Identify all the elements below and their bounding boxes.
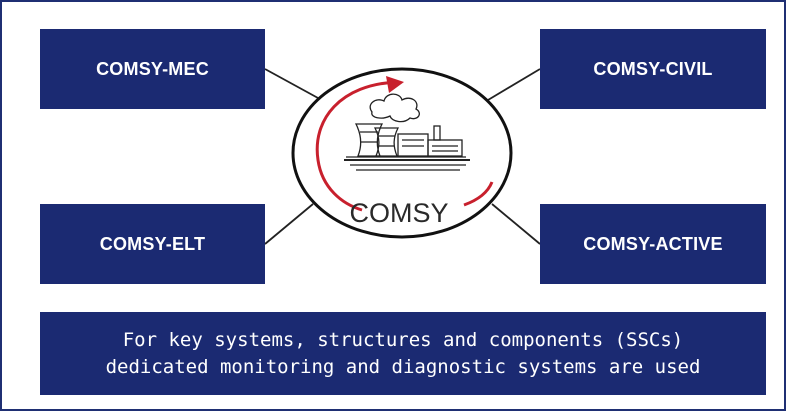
logo-circle <box>291 67 513 239</box>
power-plant-icon <box>344 93 470 171</box>
logo-text: COMSY <box>349 198 448 228</box>
connector-active <box>491 203 541 245</box>
note-box: For key systems, structures and componen… <box>40 312 766 395</box>
note-line-2: dedicated monitoring and diagnostic syst… <box>105 355 701 378</box>
module-elt-label: COMSY-ELT <box>99 233 206 254</box>
circular-arrow-icon <box>315 76 494 212</box>
connector-mec <box>264 68 319 99</box>
module-elt-box: COMSY-ELT <box>40 204 265 284</box>
module-mec-label: COMSY-MEC <box>96 58 209 79</box>
module-mec-box: COMSY-MEC <box>40 29 265 109</box>
comsy-logo: COMSY <box>291 67 513 239</box>
module-active-label: COMSY-ACTIVE <box>583 233 723 254</box>
connector-elt <box>264 203 314 245</box>
note-line-1: For key systems, structures and componen… <box>122 328 684 351</box>
connector-civil <box>487 68 541 101</box>
module-civil-box: COMSY-CIVIL <box>540 29 766 109</box>
module-civil-label: COMSY-CIVIL <box>593 58 713 79</box>
module-active-box: COMSY-ACTIVE <box>540 204 766 284</box>
